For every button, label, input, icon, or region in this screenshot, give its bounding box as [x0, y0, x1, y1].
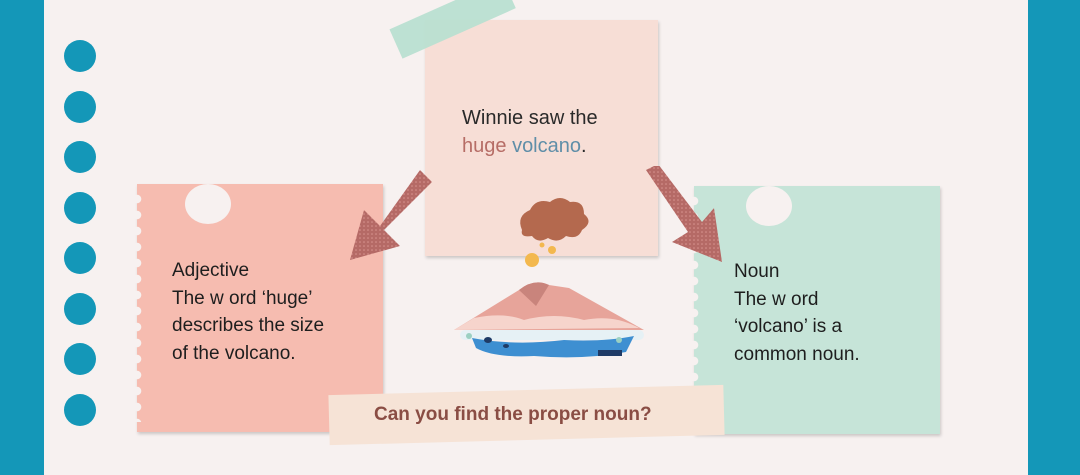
- binder-hole: [64, 90, 96, 123]
- pin-hole: [185, 184, 231, 224]
- notebook-page: Winnie saw the huge volcano. Adjective T…: [44, 0, 1028, 475]
- binder-hole: [64, 343, 96, 375]
- sentence-line-2: huge volcano.: [462, 132, 598, 160]
- adjective-note: [132, 184, 383, 432]
- noun-note-text: Noun The w ord ‘volcano’ is a common nou…: [734, 258, 860, 368]
- adjective-line-1: The w ord ‘huge’: [172, 287, 313, 309]
- binder-hole: [64, 40, 96, 72]
- noun-note: [689, 186, 940, 434]
- noun-line-1: The w ord: [734, 288, 819, 310]
- binder-hole: [64, 393, 96, 426]
- sentence-line-1: Winnie saw the: [462, 107, 598, 129]
- arrow-down-right-icon: [646, 166, 722, 262]
- pin-hole: [746, 186, 792, 226]
- noun-word: volcano: [512, 135, 581, 157]
- sentence-text: Winnie saw the huge volcano.: [462, 104, 598, 160]
- sentence-period: .: [581, 135, 587, 157]
- adjective-word: huge: [462, 135, 507, 157]
- noun-line-3: common noun.: [734, 343, 860, 365]
- volcano-illustration: [454, 198, 644, 358]
- binder-holes: [64, 40, 98, 444]
- arrow-down-left-icon: [350, 170, 432, 260]
- binder-hole: [64, 242, 96, 274]
- noun-heading: Noun: [734, 261, 780, 282]
- torn-edge: [689, 194, 699, 424]
- binder-hole: [64, 141, 96, 173]
- question-text: Can you find the proper noun?: [374, 404, 652, 425]
- adjective-note-text: Adjective The w ord ‘huge’ describes the…: [172, 257, 324, 367]
- binder-hole: [64, 191, 96, 224]
- adjective-heading: Adjective: [172, 260, 250, 281]
- binder-hole: [64, 292, 96, 325]
- torn-edge: [132, 192, 142, 422]
- adjective-line-3: of the volcano.: [172, 342, 296, 364]
- adjective-line-2: describes the size: [172, 315, 325, 336]
- noun-line-2: ‘volcano’ is a: [734, 316, 843, 337]
